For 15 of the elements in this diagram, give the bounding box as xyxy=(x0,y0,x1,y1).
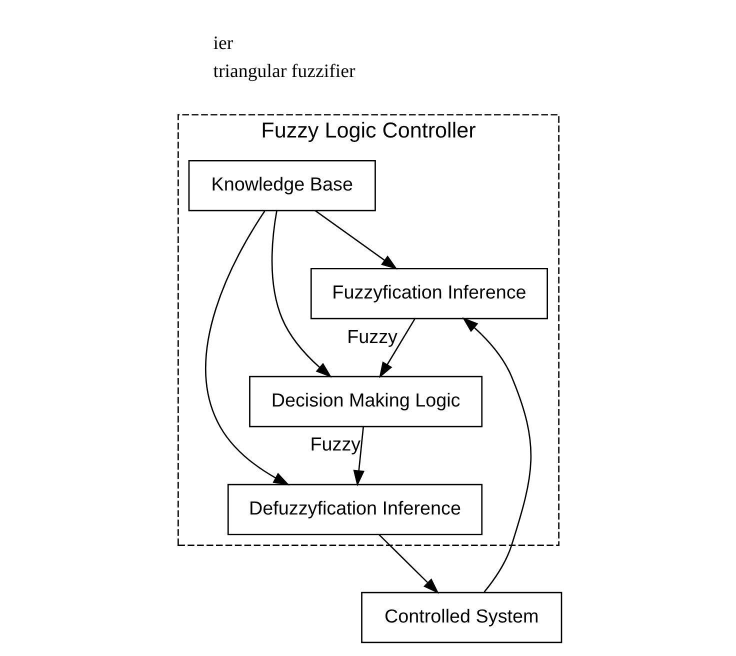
node-box: Controlled System xyxy=(360,592,562,644)
node-box: Defuzzyfication Inference xyxy=(226,484,482,536)
node-box: Fuzzyfication Inference xyxy=(310,268,548,320)
arrow xyxy=(270,210,332,378)
arrow xyxy=(462,317,532,592)
label: triangular fuzzifier xyxy=(212,61,355,82)
edge-label: Fuzzy xyxy=(346,326,397,348)
label: ier xyxy=(212,32,233,54)
arrow xyxy=(314,210,397,270)
edge-label: Fuzzy xyxy=(310,434,360,456)
arrow xyxy=(204,210,290,486)
node-box: Decision Making Logic xyxy=(248,376,482,428)
arrow xyxy=(352,426,364,486)
arrow xyxy=(378,318,415,378)
node-box: Knowledge Base xyxy=(188,160,376,212)
